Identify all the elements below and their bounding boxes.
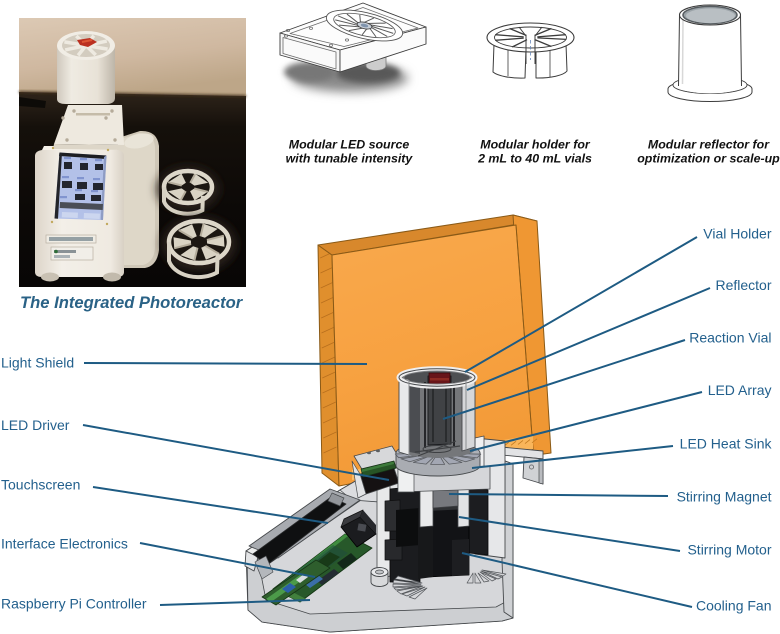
svg-text:with tunable intensity: with tunable intensity [286,151,414,165]
svg-text:Touchscreen: Touchscreen [1,476,80,492]
svg-text:The Integrated Photoreactor: The Integrated Photoreactor [20,293,244,312]
svg-text:Modular reflector for: Modular reflector for [648,137,770,151]
svg-text:Raspberry Pi Controller: Raspberry Pi Controller [1,596,147,612]
svg-text:Interface Electronics: Interface Electronics [1,536,128,552]
svg-text:LED Driver: LED Driver [1,417,70,433]
svg-text:Light Shield: Light Shield [1,355,74,371]
svg-text:Reflector: Reflector [715,277,771,293]
svg-text:Cooling Fan: Cooling Fan [696,598,772,614]
svg-text:LED Heat Sink: LED Heat Sink [680,436,773,452]
svg-text:2 mL to 40 mL vials: 2 mL to 40 mL vials [477,151,592,165]
svg-text:Stirring Magnet: Stirring Magnet [677,488,772,504]
svg-text:Stirring Motor: Stirring Motor [687,541,771,557]
svg-text:LED Array: LED Array [708,382,772,398]
svg-text:Reaction Vial: Reaction Vial [689,330,771,346]
svg-text:Modular holder for: Modular holder for [480,137,591,151]
svg-text:Vial Holder: Vial Holder [703,226,772,242]
svg-text:Modular LED source: Modular LED source [289,137,410,151]
svg-text:optimization or scale-up: optimization or scale-up [637,151,780,165]
